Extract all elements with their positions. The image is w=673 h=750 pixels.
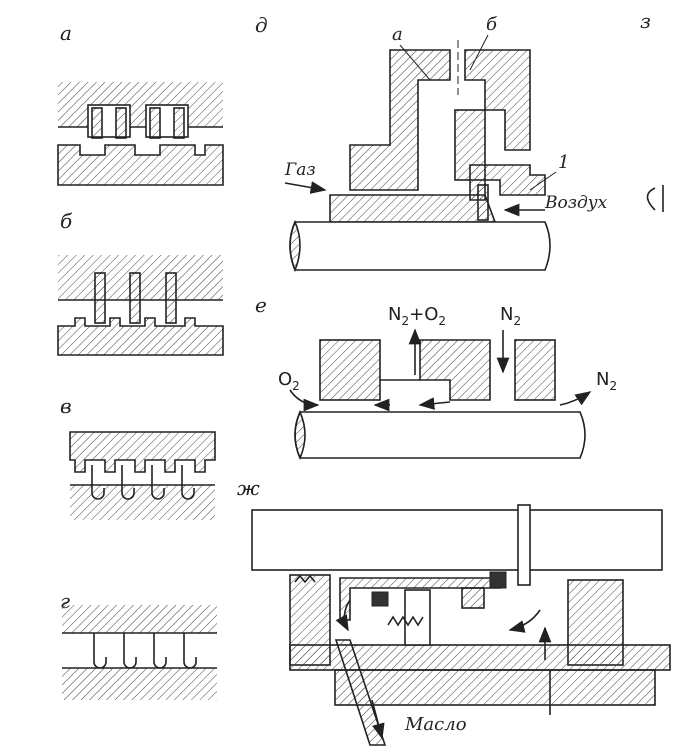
panel-zh-seal-sleeve [404,589,431,646]
panel-g-shaft [62,668,217,700]
label-a: а [60,21,72,45]
panel-v-hook-3 [151,465,165,500]
panel-e-shaft-end [294,409,306,461]
panel-d-runner [329,194,497,223]
panel-g-hook-3 [153,633,167,669]
label-d: д [255,13,268,37]
flow-oil-out [371,699,385,740]
panel-zh: ж Масло [237,476,671,746]
panel-b-tooth-2 [129,272,141,324]
flow-inner-arrow [418,397,451,410]
panel-v-hook-1 [91,465,105,500]
flow-gas-label: Газ [284,160,316,180]
panel-zh-seal-ring [461,587,485,609]
panel-e-block-2 [419,339,491,401]
panel-e: е O2 N2+O2 N2 N2 [255,293,617,461]
flow-n2-out-arrow [559,391,592,406]
panel-v-housing [69,431,216,473]
panel-g-hook-1 [93,633,107,669]
panel-zh-oring-2 [489,571,507,589]
panel-b-tooth-3 [165,272,177,324]
panel-b-shaft [57,317,224,356]
panel-g: г [60,589,217,700]
label-d-1: 1 [558,152,569,173]
panel-g-hook-4 [183,633,197,669]
panel-a-shaft [57,144,224,186]
panel-zh-stem [517,504,531,586]
label-b: б [60,209,73,233]
panel-e-shaft [294,411,586,459]
chem-n2-top: N2 [500,304,521,328]
panel-a-tooth-1 [91,107,103,139]
label-zh: ж [237,476,260,500]
flow-o2-arrow [289,389,320,412]
chem-n2-o2-mix: N2+O2 [388,304,446,328]
chem-n2-right: N2 [596,369,617,393]
label-v: в [60,394,72,418]
label-z: з [640,9,651,33]
panel-g-housing [62,605,217,633]
chem-o2-left: O2 [278,369,300,393]
panel-d: д з а б 1 Газ Воздух [255,9,664,273]
panel-z-symbol [646,185,664,212]
panel-a-tooth-4 [173,107,185,139]
panel-d-housing-left [349,49,451,191]
flow-air-label: Воздух [544,193,608,213]
panel-v-shaft [70,485,215,520]
panel-b-tooth-1 [94,272,106,324]
flow-oil-label: Масло [404,714,467,735]
flow-gas-arrow [284,181,327,194]
panel-a: а [57,21,224,186]
panel-g-hook-2 [123,633,137,669]
panel-d-shaft-end [289,219,301,273]
label-d-a: а [392,24,403,45]
panel-d-housing-right [464,49,531,151]
label-d-b: б [486,14,498,35]
label-e: е [255,293,267,317]
panel-v: в [60,394,216,520]
panel-a-tooth-2 [115,107,127,139]
panel-zh-spring [387,615,424,627]
panel-e-block-1 [319,339,381,401]
panel-v-hook-2 [121,465,135,500]
panel-a-tooth-3 [149,107,161,139]
panel-zh-rotor [251,509,663,571]
panel-zh-oring-1 [371,591,389,607]
panel-d-shaft [289,221,551,271]
panel-zh-spring-left [294,574,316,584]
panel-v-hook-4 [181,465,195,500]
panel-e-block-3 [514,339,556,401]
panel-b: б [57,209,224,356]
label-g: г [60,589,70,613]
panel-a-housing [58,82,223,127]
panel-zh-base-lower [334,669,656,706]
panel-zh-drain [334,639,387,746]
flow-oil-inner-2 [508,609,541,633]
flow-oil-inner-1 [335,599,351,632]
